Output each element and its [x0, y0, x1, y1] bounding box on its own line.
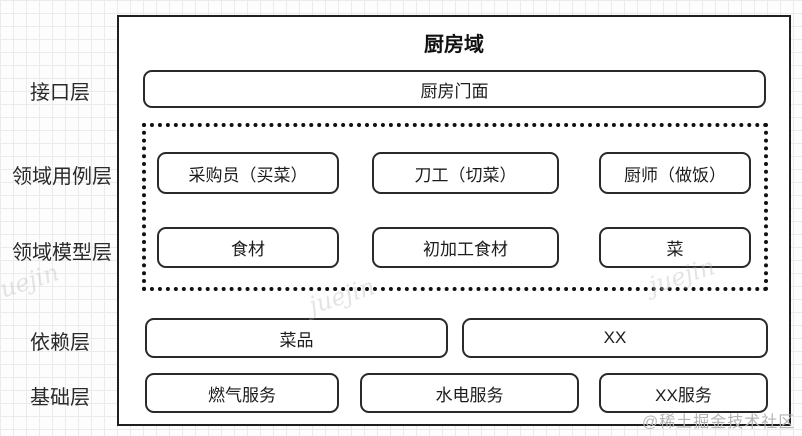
node-label: 采购员（买菜）	[188, 165, 308, 185]
node-dish-product: 菜品	[145, 318, 448, 358]
node-kitchen-facade: 厨房门面	[143, 70, 766, 108]
kitchen-domain-box: 厨房域 厨房门面 采购员（买菜） 刀工（切菜） 厨师（做饭） 食材 初加工食材 …	[117, 15, 791, 426]
node-label: 厨房门面	[420, 81, 489, 101]
background-watermark: juejin	[0, 258, 63, 306]
node-gas-service: 燃气服务	[145, 373, 339, 413]
node-ingredients: 食材	[157, 227, 339, 268]
node-label: 刀工（切菜）	[414, 165, 517, 185]
layer-label-foundation: 基础层	[30, 387, 90, 409]
node-prepared-ingredients: 初加工食材	[372, 227, 559, 268]
node-label: 水电服务	[435, 385, 504, 405]
layer-label-dependency: 依赖层	[30, 332, 90, 354]
node-utilities-service: 水电服务	[360, 373, 579, 413]
node-xx: XX	[462, 318, 768, 358]
core-domain-dotted-group	[142, 123, 768, 291]
domain-title: 厨房域	[424, 34, 484, 56]
node-label: 厨师（做饭）	[624, 165, 726, 185]
node-buyer: 采购员（买菜）	[157, 152, 339, 194]
layer-label-usecase: 领域用例层	[12, 166, 112, 188]
node-label: 菜品	[279, 330, 314, 350]
node-dish: 菜	[599, 227, 751, 268]
community-watermark: @稀土掘金技术社区	[642, 414, 796, 431]
node-label: 菜	[666, 240, 684, 259]
layer-label-model: 领域模型层	[12, 242, 112, 264]
node-label: 燃气服务	[208, 385, 276, 405]
layer-label-interface: 接口层	[30, 82, 90, 104]
node-label: 初加工食材	[423, 240, 508, 259]
node-label: XX服务	[655, 385, 712, 405]
node-label: XX	[603, 328, 627, 347]
node-knife-worker: 刀工（切菜）	[372, 152, 559, 194]
node-label: 食材	[231, 240, 265, 259]
node-chef: 厨师（做饭）	[599, 152, 751, 194]
node-xx-service: XX服务	[599, 373, 768, 413]
